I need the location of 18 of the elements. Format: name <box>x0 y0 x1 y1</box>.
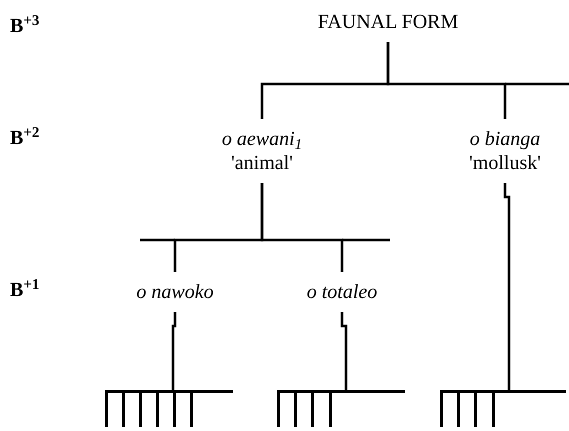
taxon-name: FAUNAL FORM <box>318 10 458 34</box>
level-label: B$^{+2}$ <box>10 126 40 150</box>
comb-symbol <box>440 390 566 427</box>
tree-branch-line <box>340 312 348 390</box>
taxon-name: o nawoko <box>136 280 214 304</box>
taxon-name: o bianga <box>470 127 540 151</box>
tree-branch-line <box>504 183 510 390</box>
tree-branch-line <box>260 183 344 272</box>
tree-branch-line <box>172 312 176 390</box>
taxon-name: o aewani$_{1}$ <box>222 127 302 151</box>
level-label: B$^{+1}$ <box>10 278 40 302</box>
gloss-text: 'animal' <box>231 151 293 175</box>
comb-symbol <box>105 390 233 427</box>
comb-symbol <box>277 390 405 427</box>
level-label: B$^{+3}$ <box>10 14 40 38</box>
tree-branch-line <box>386 42 506 119</box>
taxon-name: o totaleo <box>306 280 378 304</box>
gloss-text: 'mollusk' <box>469 151 541 175</box>
